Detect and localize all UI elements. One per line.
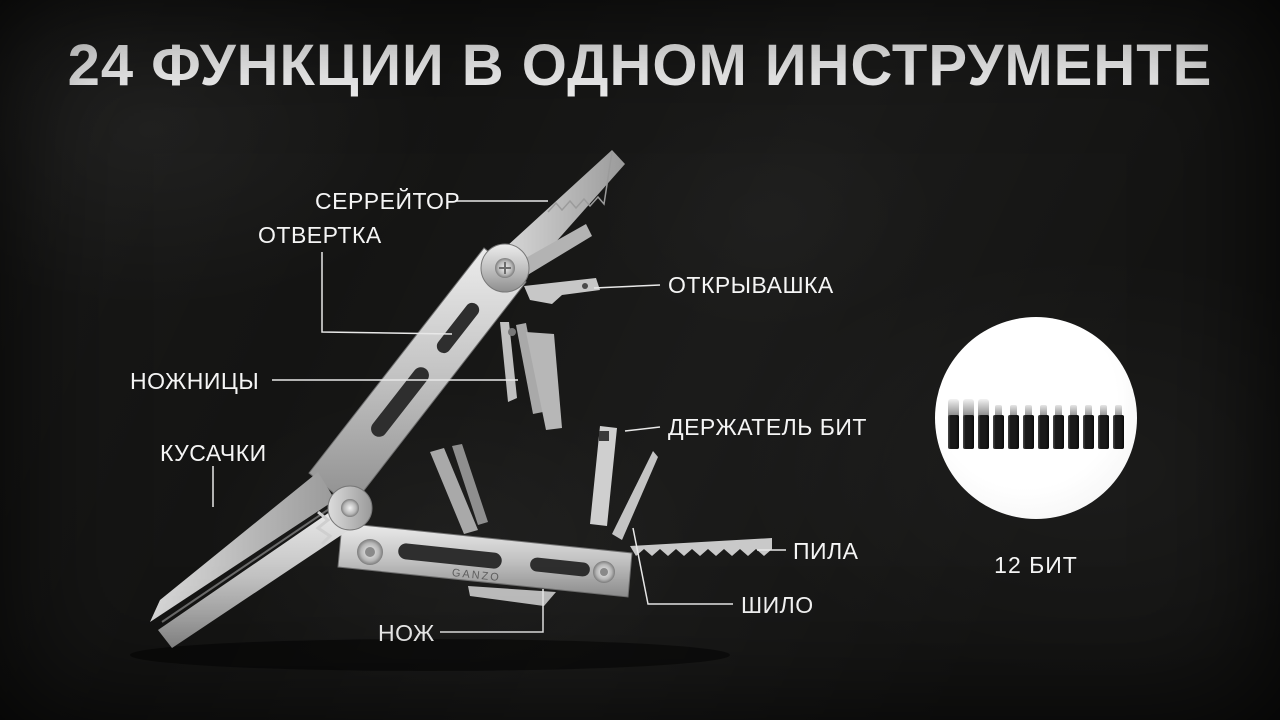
spring-icon <box>315 510 333 546</box>
pliers-jaws <box>150 472 373 648</box>
bits-caption: 12 БИТ <box>994 552 1078 578</box>
knife-blade <box>468 586 556 606</box>
label-serrator: СЕРРЕЙТОР <box>315 188 461 214</box>
leader-lines <box>212 200 786 633</box>
leader-screwdriver <box>321 252 453 335</box>
serrated-blade <box>494 150 625 288</box>
label-scissors: НОЖНИЦЫ <box>130 368 260 394</box>
tool-shadow <box>130 639 730 671</box>
upper-handle <box>308 243 530 508</box>
bit-icon <box>1113 405 1124 449</box>
bit-icon <box>1023 405 1034 449</box>
bit-holder-tool <box>590 426 617 526</box>
bottle-opener-blade <box>524 278 600 304</box>
folded-tools <box>430 444 488 534</box>
bit-icon <box>963 399 974 449</box>
bit-icon <box>978 399 989 449</box>
leader-bit-holder <box>624 426 661 432</box>
saw-blade <box>630 538 772 556</box>
label-cutters: КУСАЧКИ <box>160 440 267 466</box>
bit-icon <box>1068 405 1079 449</box>
bit-icon <box>1053 405 1064 449</box>
label-saw: ПИЛА <box>793 538 859 564</box>
label-bit-holder: ДЕРЖАТЕЛЬ БИТ <box>668 414 867 440</box>
bit-icon <box>1038 405 1049 449</box>
leader-knife <box>440 589 544 633</box>
awl-tool <box>612 451 658 540</box>
lower-handle: GANZO <box>337 522 633 598</box>
small-blade <box>526 332 562 430</box>
label-screwdriver: ОТВЕРТКА <box>258 222 382 248</box>
bits-row <box>948 399 1124 449</box>
brand-text: GANZO <box>451 567 501 584</box>
bits-circle <box>935 317 1137 519</box>
label-opener: ОТКРЫВАШКА <box>668 272 834 298</box>
label-awl: ШИЛО <box>741 592 814 618</box>
leader-opener <box>593 284 661 289</box>
scissors-blades <box>500 322 543 414</box>
bit-icon <box>993 405 1004 449</box>
bit-icon <box>1098 405 1109 449</box>
page-title: 24 ФУНКЦИИ В ОДНОМ ИНСТРУМЕНТЕ <box>67 33 1213 98</box>
bit-icon <box>1008 405 1019 449</box>
label-knife: НОЖ <box>378 620 435 646</box>
pivot-screw-icon <box>341 499 359 517</box>
bit-icon <box>1083 405 1094 449</box>
leader-awl <box>632 527 733 605</box>
bit-icon <box>948 399 959 449</box>
